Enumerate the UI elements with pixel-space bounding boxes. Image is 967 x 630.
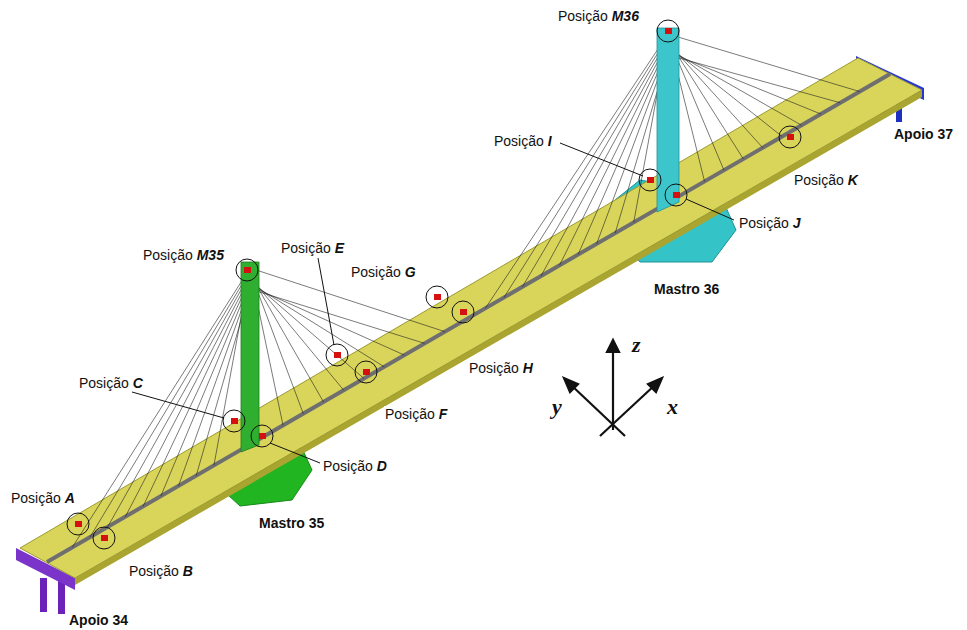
marker-circle [657,20,679,42]
leader-line [686,199,734,220]
stay-cable [161,283,250,496]
stay-cable [578,49,668,255]
marker-circle [426,286,448,308]
deck-side [75,90,922,585]
marker-circle [355,361,377,383]
stay-cable [522,40,668,287]
leader-line [560,143,643,176]
position-label: Posição M35 [142,247,225,263]
stay-cable [108,274,250,527]
sensor-marker [665,28,672,34]
stay-cable [250,274,324,402]
stay-cables [72,34,859,547]
position-label: Posição A [10,490,76,506]
support-34-leg [40,578,47,612]
stay-cable [560,46,668,265]
stay-cable [504,37,668,298]
marker-circle [67,513,89,535]
support-34-leg [58,580,65,614]
leader-line [132,392,224,418]
axis-line [600,384,656,436]
stay-cable [179,286,250,486]
position-label: Posição K [793,172,859,188]
structure-label: Mastro 36 [653,281,720,297]
stay-cable [125,277,250,517]
marker-circle [251,425,273,447]
axis-label: x [666,396,679,418]
position-markers [67,20,801,549]
position-label: Posição E [280,240,345,256]
position-label: Posição D [322,458,388,474]
marker-circle [236,259,258,281]
stay-cable [90,271,250,537]
sensor-marker [244,267,251,273]
sensor-marker [363,369,370,375]
position-label: Posição G [350,264,417,280]
leader-line [270,443,320,463]
sensor-marker [673,192,680,198]
position-label: Posição F [384,406,448,422]
sensor-marker [460,309,467,315]
axis-line [570,384,625,436]
position-label: Posição M36 [557,8,640,24]
sensor-marker [647,177,654,183]
axis-arrowhead [607,340,619,352]
sensor-marker [231,418,238,424]
stay-cable [143,280,250,506]
stay-cable [541,43,668,276]
marker-circle [223,410,245,432]
bridge-deck [20,58,922,578]
structure-label: Apoio 34 [68,612,129,628]
stay-cable [668,34,860,92]
sensor-marker [334,352,341,358]
structure-label: Apoio 37 [893,126,954,142]
position-label: Posição B [128,563,194,579]
position-label: Posição H [468,360,534,376]
marker-circle [93,527,115,549]
marker-circle [639,169,661,191]
marker-circle [665,184,687,206]
axis-label: z [631,334,642,356]
axis-line [612,348,614,430]
axis-arrowhead [648,378,662,392]
sensor-marker [259,433,266,439]
sensor-marker [787,134,794,140]
sensor-marker [101,535,108,541]
stay-cable [72,268,250,547]
marker-circle [326,344,348,366]
position-label: Posição C [78,375,144,391]
stay-cable [485,34,668,308]
structure-label: Mastro 35 [258,515,325,531]
marker-circle [779,126,801,148]
position-label: Posição J [738,215,802,231]
deck-centre-strip [47,74,890,562]
axis-label: y [551,396,563,418]
sensor-marker [75,521,82,527]
mast-35 [241,262,259,452]
marker-circle [452,301,474,323]
stay-cable [668,55,840,103]
position-label: Posição I [493,133,553,149]
axis-arrowhead [564,378,578,392]
leader-line [318,258,334,345]
sensor-marker [434,294,441,300]
